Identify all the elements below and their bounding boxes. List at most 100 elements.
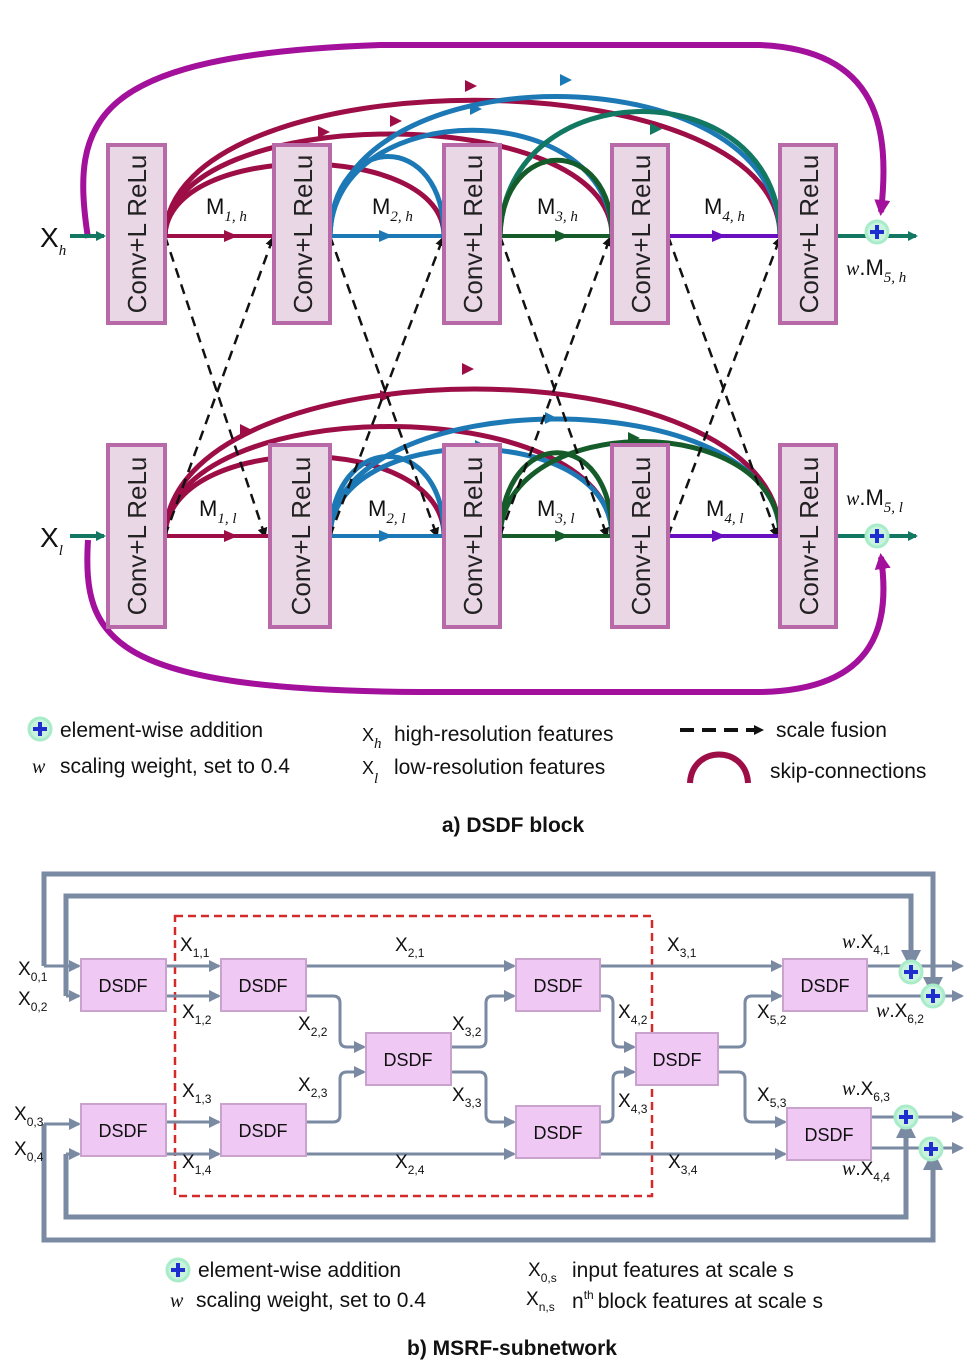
conv-box — [268, 443, 332, 629]
conv-box — [106, 443, 167, 629]
dsdf-label: DSDF — [653, 1050, 702, 1070]
legend-xl-text: low-resolution features — [394, 756, 605, 779]
dsdf-box — [782, 958, 868, 1012]
plus-icon — [920, 983, 946, 1009]
plus-icon — [165, 1257, 191, 1283]
feature-label: X3,4 — [668, 1152, 698, 1177]
input-label: X0,3 — [14, 1104, 44, 1129]
output-label-low: w.M5, l — [846, 485, 903, 516]
msrf-subnetwork: DSDF DSDF DSDF DSDF DSDF DSDF DSDF DSDF … — [14, 871, 964, 1360]
m-label: M1, l — [199, 496, 237, 527]
conv-box — [272, 143, 332, 325]
caption-b: b) MSRF-subnetwork — [407, 1337, 617, 1360]
conv-label: Conv+L ReLu — [794, 155, 824, 314]
conv-box — [778, 143, 838, 325]
legend-xl: Xl — [362, 758, 378, 787]
conv-box — [778, 443, 838, 629]
legend-xh: Xh — [362, 725, 382, 752]
dsdf-box — [786, 1107, 872, 1161]
conv-label: Conv+L ReLu — [626, 155, 656, 314]
global-skip-low — [84, 539, 891, 695]
m-label: M4, h — [704, 194, 745, 225]
legend-w-symbol: w — [170, 1290, 184, 1312]
plus-icon — [898, 959, 924, 985]
dsdf-box — [80, 1103, 167, 1157]
output-label: w.X4,1 — [842, 931, 890, 957]
input-label-high: Xh — [40, 222, 66, 259]
conv-label: Conv+L ReLu — [458, 457, 488, 616]
feature-label: X4,2 — [618, 1002, 648, 1027]
dsdf-label: DSDF — [384, 1050, 433, 1070]
feature-label: X1,4 — [182, 1152, 212, 1177]
input-label-low: Xl — [40, 522, 63, 559]
dsdf-label: DSDF — [534, 976, 583, 996]
dsdf-box — [515, 1105, 601, 1159]
connections — [44, 960, 964, 1160]
caption-a: a) DSDF block — [442, 814, 585, 837]
plus-icon — [27, 716, 53, 742]
legend-fusion-text: scale fusion — [776, 719, 887, 742]
legend-w-text: scaling weight, set to 0.4 — [60, 755, 290, 778]
dsdf-label: DSDF — [534, 1123, 583, 1143]
legend-w-text: scaling weight, set to 0.4 — [196, 1289, 426, 1312]
conv-boxes-low: Conv+L ReLu Conv+L ReLu Conv+L ReLu Conv… — [106, 443, 838, 629]
m-label: M2, l — [368, 496, 406, 527]
feature-label: X2,2 — [298, 1014, 328, 1039]
feature-label: X3,1 — [667, 935, 697, 960]
legend-x0-text: input features at scale s — [572, 1259, 794, 1282]
m-label: M1, h — [206, 194, 247, 225]
m-label: M3, h — [537, 194, 578, 225]
dsdf-box — [220, 1103, 307, 1157]
conv-label: Conv+L ReLu — [458, 155, 488, 314]
long-skip-top — [41, 871, 936, 996]
conv-label: Conv+L ReLu — [626, 457, 656, 616]
dsdf-box — [365, 1032, 452, 1086]
plus-icon — [864, 219, 890, 245]
dsdf-label: DSDF — [801, 976, 850, 996]
dsdf-box — [515, 958, 601, 1012]
dsdf-label: DSDF — [99, 976, 148, 996]
legend-xh-text: high-resolution features — [394, 723, 613, 746]
dsdf-box — [635, 1032, 719, 1086]
m-arrowheads-low — [224, 530, 726, 542]
dsdf-label: DSDF — [805, 1125, 854, 1145]
legend-w-symbol: w — [32, 756, 46, 778]
conv-boxes-high: Conv+L ReLu Conv+L ReLu Conv+L ReLu Conv… — [106, 143, 838, 325]
dsdf-boxes: DSDF DSDF DSDF DSDF DSDF DSDF DSDF DSDF … — [80, 958, 872, 1161]
output-label: w.X6,2 — [876, 1000, 924, 1026]
skip-arrowheads-high — [318, 74, 662, 138]
conv-box — [106, 143, 167, 325]
feature-label: X2,3 — [298, 1075, 328, 1100]
feature-label: X3,3 — [452, 1085, 482, 1110]
dsdf-box — [80, 958, 167, 1012]
feature-label: X5,3 — [757, 1085, 787, 1110]
plus-icon — [864, 523, 890, 549]
dsdf-label: DSDF — [239, 976, 288, 996]
feature-label: X1,2 — [182, 1002, 212, 1027]
plus-icon — [918, 1136, 944, 1162]
dsdf-label: DSDF — [239, 1121, 288, 1141]
legend-add-text: element-wise addition — [60, 719, 263, 742]
feature-label: X1,3 — [182, 1081, 212, 1106]
conv-box — [442, 143, 502, 325]
legend-skip-icon — [687, 751, 751, 784]
conv-label: Conv+L ReLu — [286, 457, 316, 616]
conv-label: Conv+L ReLu — [122, 457, 152, 616]
feature-label: X3,2 — [452, 1014, 482, 1039]
input-label: X0,2 — [18, 989, 48, 1014]
m-label: M3, l — [537, 496, 575, 527]
conv-label: Conv+L ReLu — [122, 155, 152, 314]
input-label: X0,1 — [18, 959, 48, 984]
conv-box — [442, 443, 502, 629]
dsdf-block: Conv+L ReLu Conv+L ReLu Conv+L ReLu Conv… — [27, 42, 926, 837]
m-arrowheads-high — [224, 230, 726, 242]
output-label-high: w.M5, h — [846, 255, 906, 286]
dsdf-box — [220, 958, 307, 1012]
legend-b: element-wise addition w scaling weight, … — [165, 1257, 823, 1314]
feature-label: X2,4 — [395, 1152, 425, 1177]
m-label: M2, h — [372, 194, 413, 225]
conv-label: Conv+L ReLu — [794, 457, 824, 616]
output-label: w.X4,4 — [842, 1158, 890, 1184]
